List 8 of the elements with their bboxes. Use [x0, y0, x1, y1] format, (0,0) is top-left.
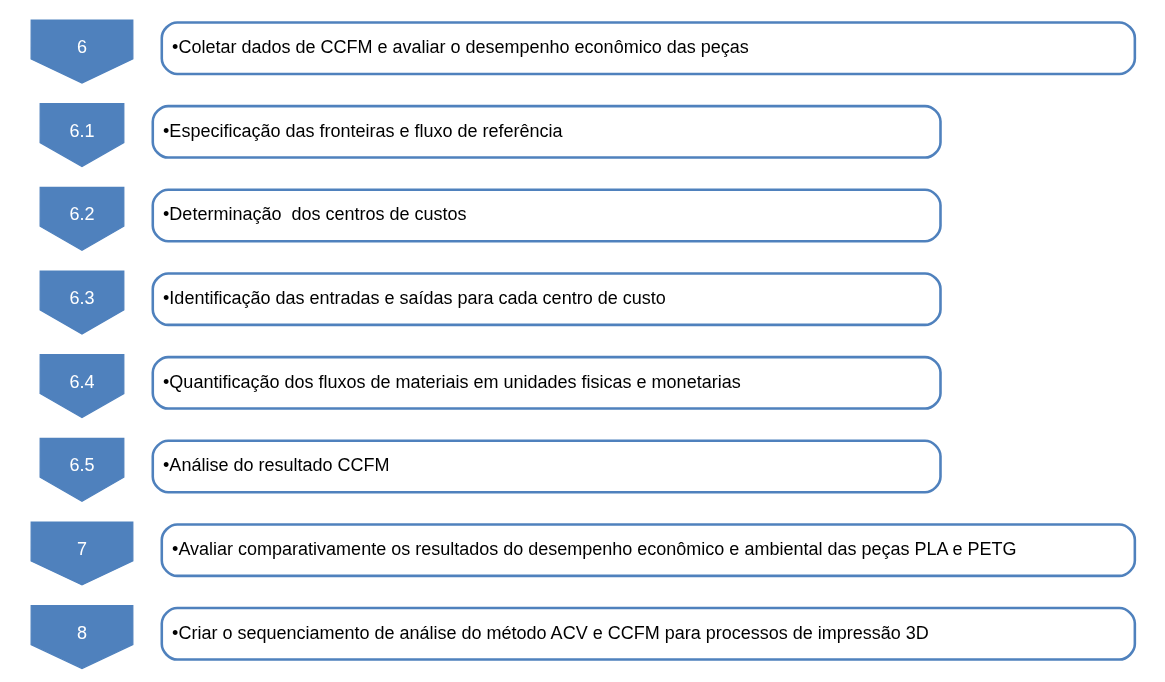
node-box: •Identificação das entradas e saídas para cada centro de custo [151, 272, 942, 327]
node-box: •Análise do resultado CCFM [151, 439, 942, 494]
node-box: •Especificação das fronteiras e fluxo de referência [151, 104, 942, 159]
node-box: •Determinação dos centros de custos [151, 188, 942, 243]
node-box: •Quantificação dos fluxos de materiais em unidades fisicas e monetarias [151, 355, 942, 410]
node-box: •Avaliar comparativamente os resultados do desempenho econômico e ambiental das peças PLA e PETG [160, 523, 1136, 578]
node-box: •Criar o sequenciamento de análise do método ACV e CCFM para processos de impressão 3D [160, 606, 1136, 661]
node-box: •Coletar dados de CCFM e avaliar o desempenho econômico das peças [160, 21, 1136, 76]
